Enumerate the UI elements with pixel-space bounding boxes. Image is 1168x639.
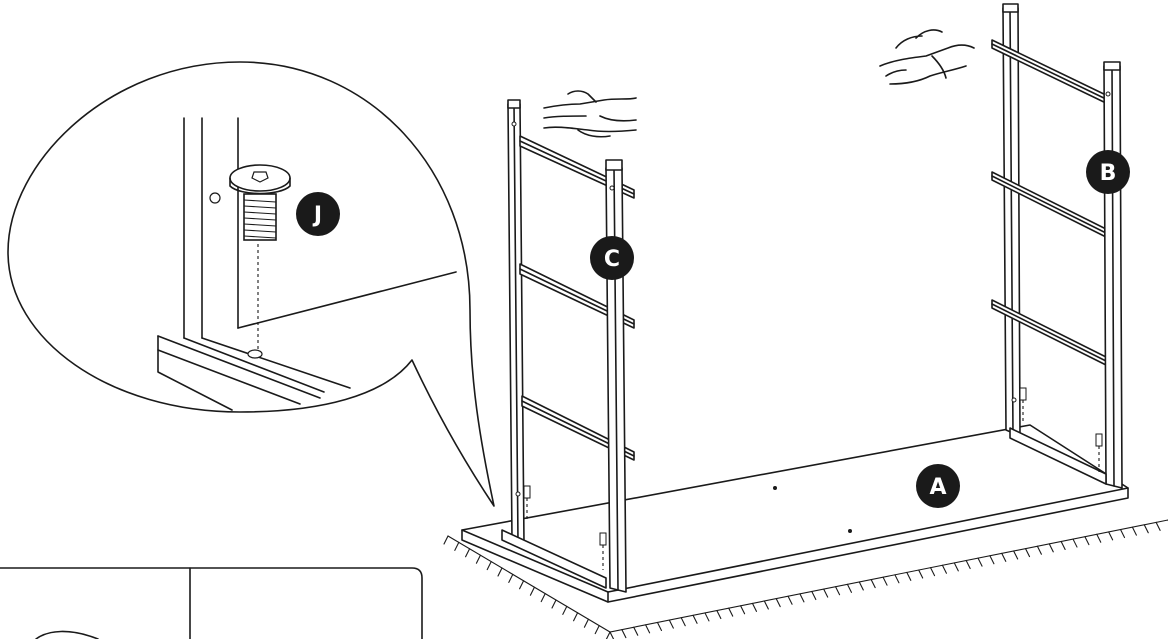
hatch-tick: [740, 605, 746, 615]
hatch-tick: [704, 612, 710, 622]
hatch-tick: [454, 541, 460, 551]
label-a-text: A: [929, 475, 946, 500]
hatch-tick: [529, 586, 535, 596]
hatch-tick: [609, 631, 615, 639]
hatch-tick: [1060, 540, 1066, 550]
screw-thread: [243, 223, 277, 227]
hatch-tick: [728, 607, 734, 617]
leg-frame-b: [991, 3, 1123, 489]
hatch-tick: [965, 559, 971, 570]
hatch-tick: [475, 554, 481, 564]
screw-thread: [243, 205, 277, 209]
hatch-tick: [645, 624, 651, 634]
hatch-tick: [941, 564, 947, 574]
hatch-tick: [605, 631, 611, 639]
hatch-tick: [751, 602, 758, 612]
hatch-tick: [930, 567, 936, 577]
detail-callout: [7, 61, 495, 507]
hatch-tick: [1143, 524, 1149, 534]
hatch-tick: [1036, 545, 1042, 555]
hatch-tick: [497, 567, 503, 577]
hatch-tick: [508, 573, 514, 583]
label-j: J: [296, 192, 340, 236]
hatch-tick: [918, 569, 924, 579]
hatch-tick: [519, 580, 525, 590]
hatch-tick: [594, 625, 600, 635]
hatch-tick: [716, 610, 722, 620]
hatch-tick: [551, 599, 557, 609]
hatch-tick: [633, 626, 639, 636]
floor-hatch: [443, 519, 1168, 639]
hatch-tick: [1048, 543, 1054, 553]
screw-thread: [243, 211, 277, 215]
parts-inset-box: [0, 567, 423, 639]
leg-frame-c: [501, 99, 635, 593]
hatch-tick: [1001, 552, 1007, 562]
hatch-tick: [775, 598, 781, 608]
screw-thread: [243, 235, 277, 239]
hatch-tick: [870, 579, 876, 589]
hatch-tick: [1131, 526, 1137, 536]
hatch-tick: [443, 535, 449, 545]
hatch-tick: [583, 618, 589, 628]
label-a: A: [916, 464, 960, 508]
hatch-tick: [1155, 521, 1161, 531]
hatch-tick: [799, 593, 805, 603]
hatch-tick: [823, 588, 829, 598]
label-b-text: B: [1100, 161, 1117, 186]
hatch-tick: [656, 621, 663, 632]
hatch-tick: [906, 571, 912, 581]
hand-pointing-icon: [879, 29, 975, 85]
hatch-tick: [977, 557, 983, 567]
hatch-tick: [1084, 536, 1090, 546]
hatch-tick: [465, 548, 471, 558]
tabletop-a: [461, 424, 1129, 603]
hatch-tick: [811, 590, 817, 601]
hatch-tick: [540, 593, 546, 603]
hatch-tick: [1108, 531, 1114, 541]
hatch-tick: [1119, 528, 1126, 539]
hatch-tick: [1013, 550, 1019, 560]
hand-pointing-icon: [543, 90, 637, 138]
hatch-tick: [486, 561, 492, 571]
hatch-tick: [680, 617, 686, 627]
label-b: B: [1086, 150, 1130, 194]
screw-thread: [243, 217, 277, 221]
hatch-tick: [668, 619, 674, 629]
hatch-tick: [846, 583, 852, 593]
hatch-tick: [858, 581, 864, 591]
label-c-text: C: [604, 247, 620, 272]
hatch-tick: [692, 614, 698, 624]
label-c: C: [590, 236, 634, 280]
label-j-text: J: [312, 203, 322, 228]
hatch-tick: [1072, 538, 1078, 548]
hatch-tick: [573, 612, 579, 622]
hatch-tick: [882, 576, 888, 586]
hatch-tick: [894, 574, 900, 584]
screw-icon: [229, 164, 291, 350]
hatch-tick: [835, 586, 841, 596]
hatch-tick: [562, 605, 568, 615]
hatch-tick: [1024, 548, 1031, 558]
hatch-tick: [621, 629, 627, 639]
hatch-tick: [763, 600, 769, 610]
hatch-tick: [1096, 533, 1102, 543]
hatch-tick: [787, 595, 793, 605]
hatch-tick: [953, 562, 959, 572]
screw-thread: [243, 229, 277, 233]
hatch-tick: [989, 555, 995, 565]
screw-thread: [243, 199, 277, 203]
